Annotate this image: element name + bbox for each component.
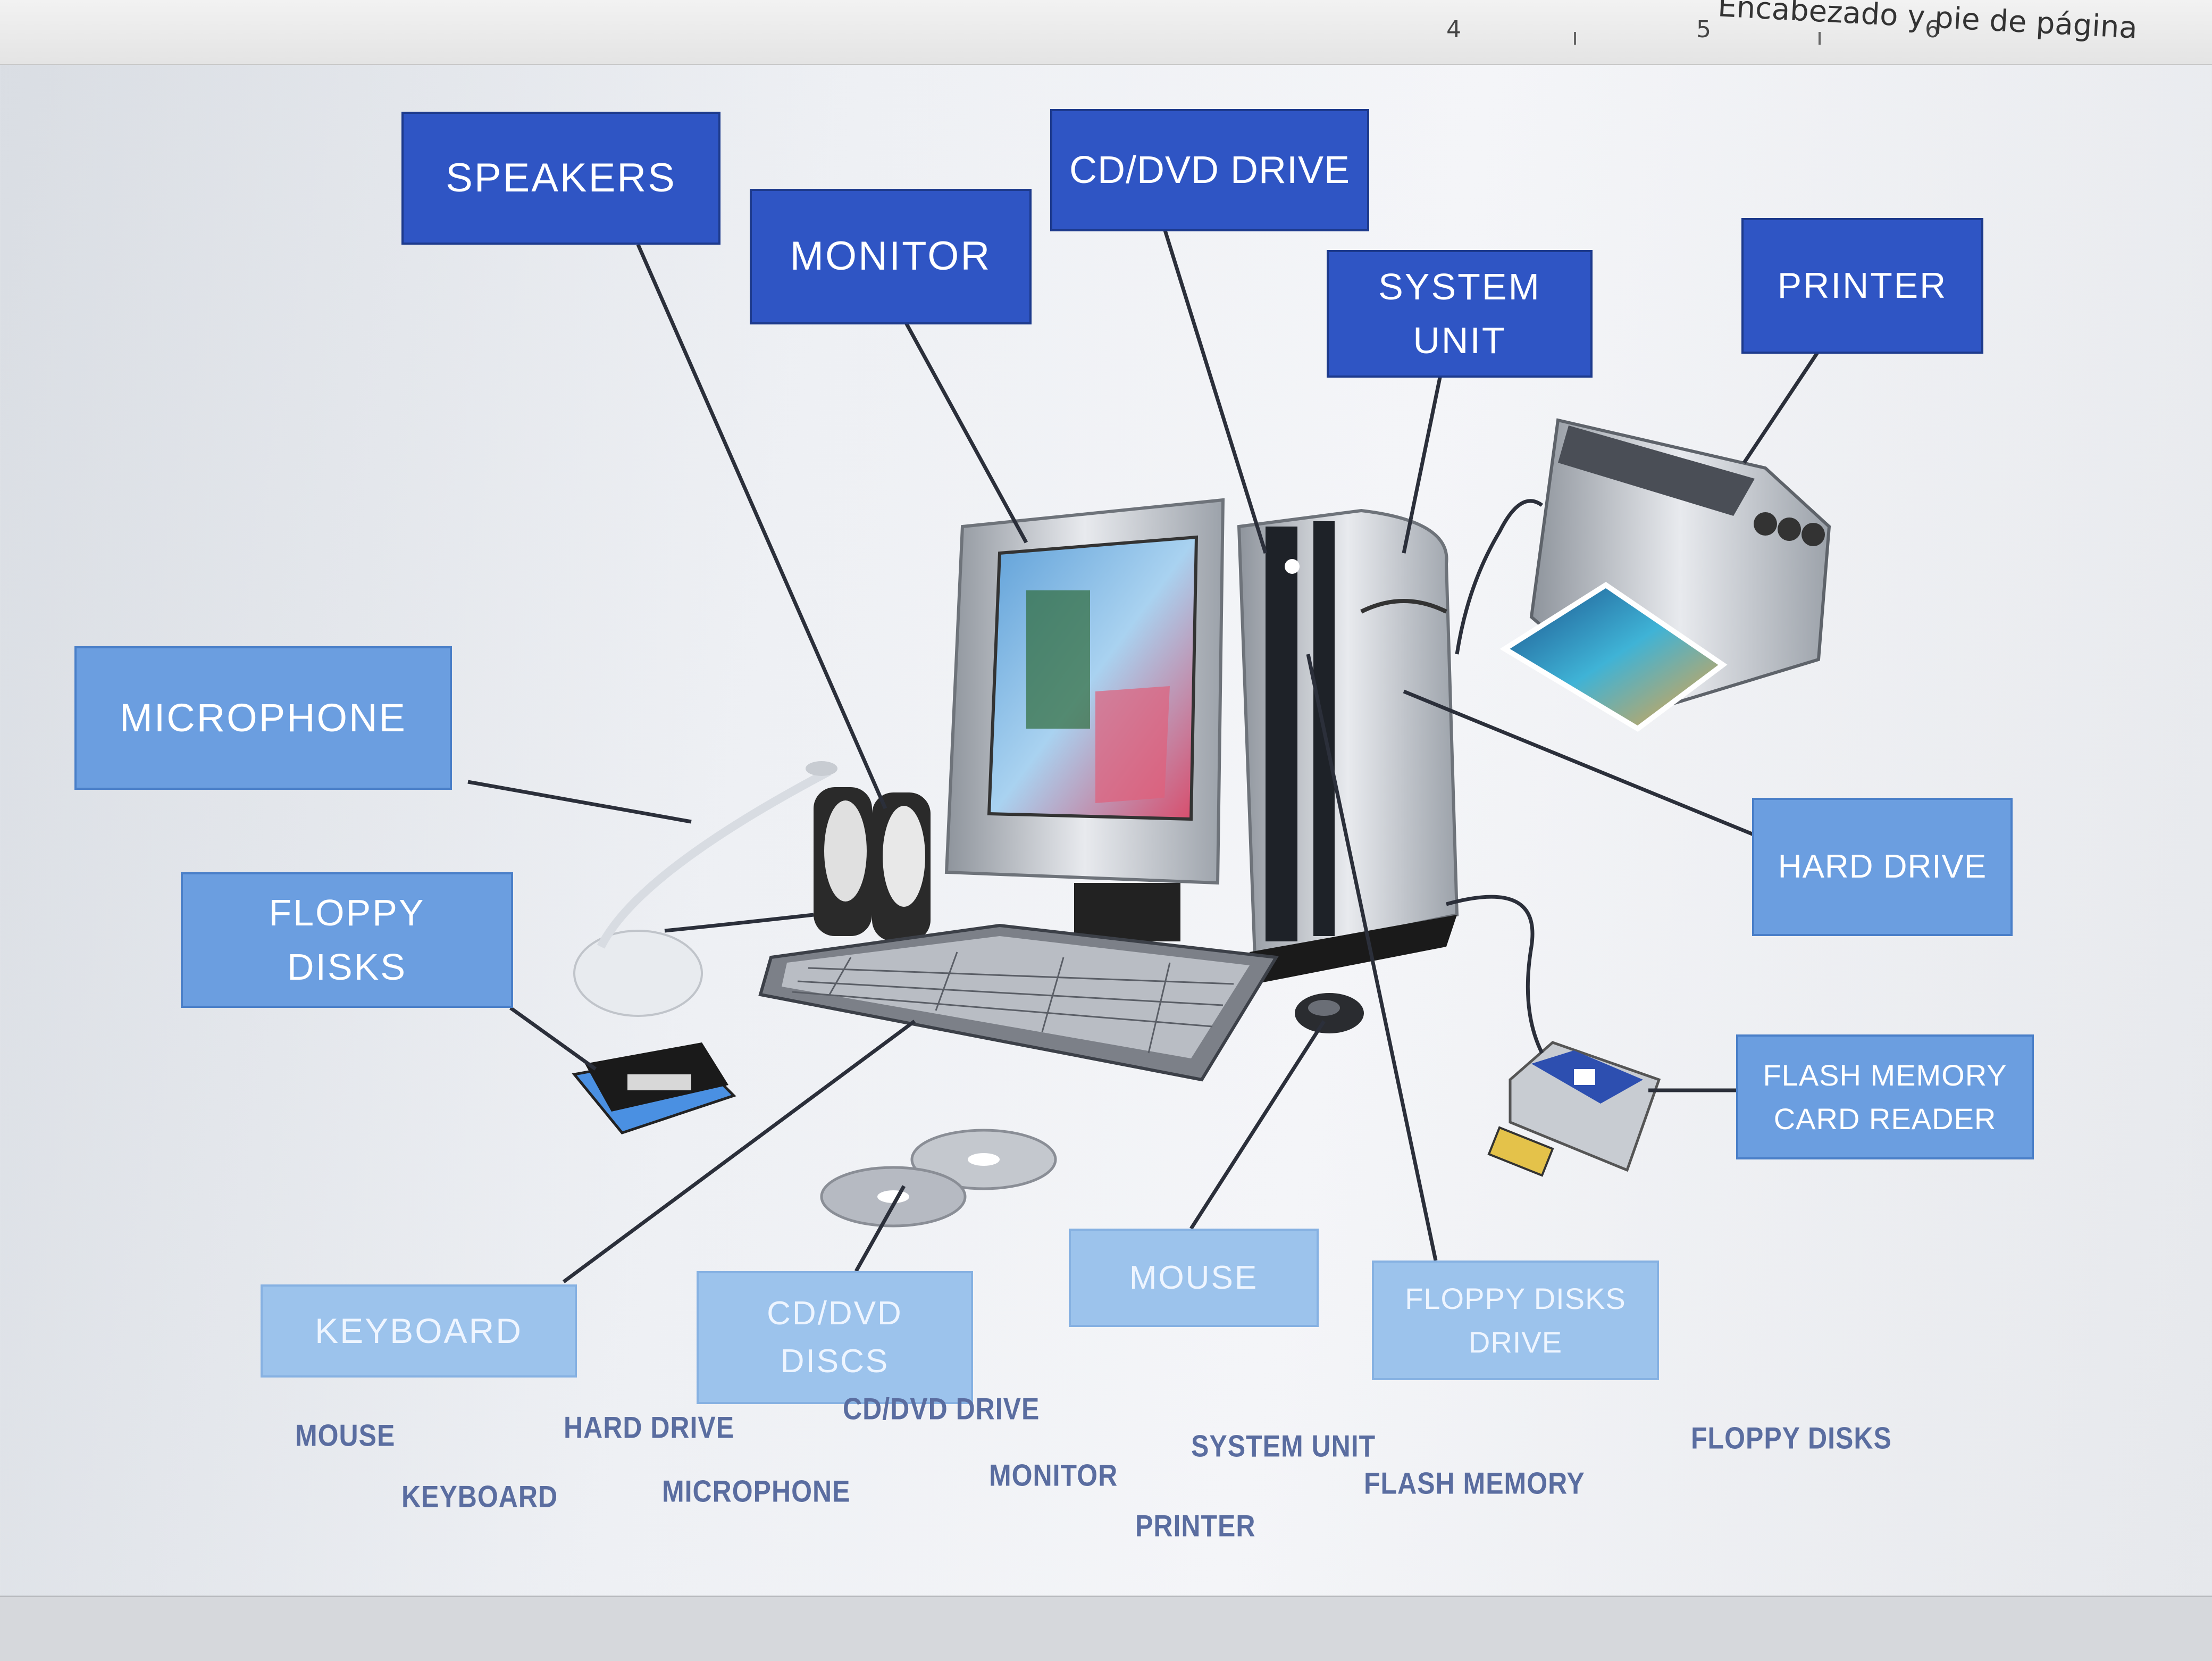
label-cd-dvd-drive-text: CD/DVD DRIVE <box>1069 148 1351 191</box>
word-bank-item: MICROPHONE <box>662 1474 851 1509</box>
speakers-graphic <box>814 787 931 941</box>
label-flash-card-reader-line1: FLASH MEMORY <box>1763 1058 2007 1092</box>
label-printer: PRINTER <box>1741 218 1983 354</box>
mouse-graphic <box>1295 993 1364 1033</box>
document-ruler: 4 5 6 Encabezado y pie de página <box>0 0 2212 65</box>
label-monitor-text: MONITOR <box>790 233 992 279</box>
printer-graphic <box>1499 418 1831 732</box>
word-bank-item: MONITOR <box>989 1458 1118 1493</box>
label-floppy-disks-line1: FLOPPY <box>269 892 425 933</box>
word-bank-item: MOUSE <box>295 1418 396 1453</box>
label-mouse-text: MOUSE <box>1129 1259 1259 1296</box>
ruler-tick <box>1574 32 1576 45</box>
label-floppy-disks-drive: FLOPPY DISKS DRIVE <box>1372 1261 1659 1380</box>
label-flash-card-reader-line2: CARD READER <box>1773 1101 1997 1136</box>
word-bank-item: CD/DVD DRIVE <box>843 1391 1040 1426</box>
floppy-disks-graphic <box>572 1042 736 1134</box>
label-floppy-disks-line2: DISKS <box>287 946 407 988</box>
label-floppy-disks-drive-line1: FLOPPY DISKS <box>1405 1282 1626 1316</box>
label-system-unit-line2: UNIT <box>1413 320 1506 361</box>
label-printer-text: PRINTER <box>1777 265 1948 306</box>
ruler-number: 4 <box>1446 16 1461 43</box>
label-microphone-text: MICROPHONE <box>120 696 407 740</box>
word-bank-item: FLASH MEMORY <box>1364 1466 1585 1501</box>
word-bank-item: FLOPPY DISKS <box>1691 1421 1892 1456</box>
word-bank-item: PRINTER <box>1135 1508 1256 1543</box>
cables <box>664 499 1544 1054</box>
window-status-bar <box>0 1596 2212 1661</box>
word-bank-item: KEYBOARD <box>401 1479 558 1514</box>
label-system-unit: SYSTEM UNIT <box>1327 250 1593 378</box>
ruler-number: 6 <box>1925 16 1940 43</box>
label-system-unit-line1: SYSTEM <box>1378 265 1541 307</box>
label-hard-drive: HARD DRIVE <box>1752 798 2013 936</box>
label-mouse: MOUSE <box>1069 1229 1319 1327</box>
label-cd-dvd-discs: CD/DVD DISCS <box>697 1271 973 1404</box>
label-keyboard-text: KEYBOARD <box>315 1311 523 1350</box>
keyboard-graphic <box>758 923 1279 1082</box>
label-flash-card-reader: FLASH MEMORY CARD READER <box>1736 1034 2034 1159</box>
label-cd-dvd-drive: CD/DVD DRIVE <box>1050 109 1369 231</box>
label-hard-drive-text: HARD DRIVE <box>1778 848 1987 886</box>
ruler-number: 5 <box>1696 16 1711 43</box>
label-cd-dvd-discs-line2: DISCS <box>780 1343 890 1380</box>
label-cd-dvd-discs-line1: CD/DVD <box>767 1295 903 1332</box>
microphone-graphic <box>573 761 837 1017</box>
leader-lines <box>467 228 1820 1283</box>
label-speakers-text: SPEAKERS <box>446 155 676 201</box>
word-bank-item: HARD DRIVE <box>564 1410 735 1445</box>
label-floppy-disks: FLOPPY DISKS <box>181 872 513 1008</box>
label-keyboard: KEYBOARD <box>261 1284 577 1378</box>
word-bank-item: SYSTEM UNIT <box>1191 1429 1376 1464</box>
label-floppy-disks-drive-line2: DRIVE <box>1468 1325 1563 1359</box>
ruler-tick <box>1819 32 1821 45</box>
card-reader-graphic <box>1487 1041 1661 1177</box>
label-microphone: MICROPHONE <box>74 646 452 790</box>
label-monitor: MONITOR <box>750 189 1032 324</box>
cd-discs-graphic <box>820 1129 1057 1228</box>
monitor-graphic <box>944 498 1225 941</box>
system-unit-graphic <box>1237 508 1459 984</box>
label-speakers: SPEAKERS <box>401 112 720 245</box>
